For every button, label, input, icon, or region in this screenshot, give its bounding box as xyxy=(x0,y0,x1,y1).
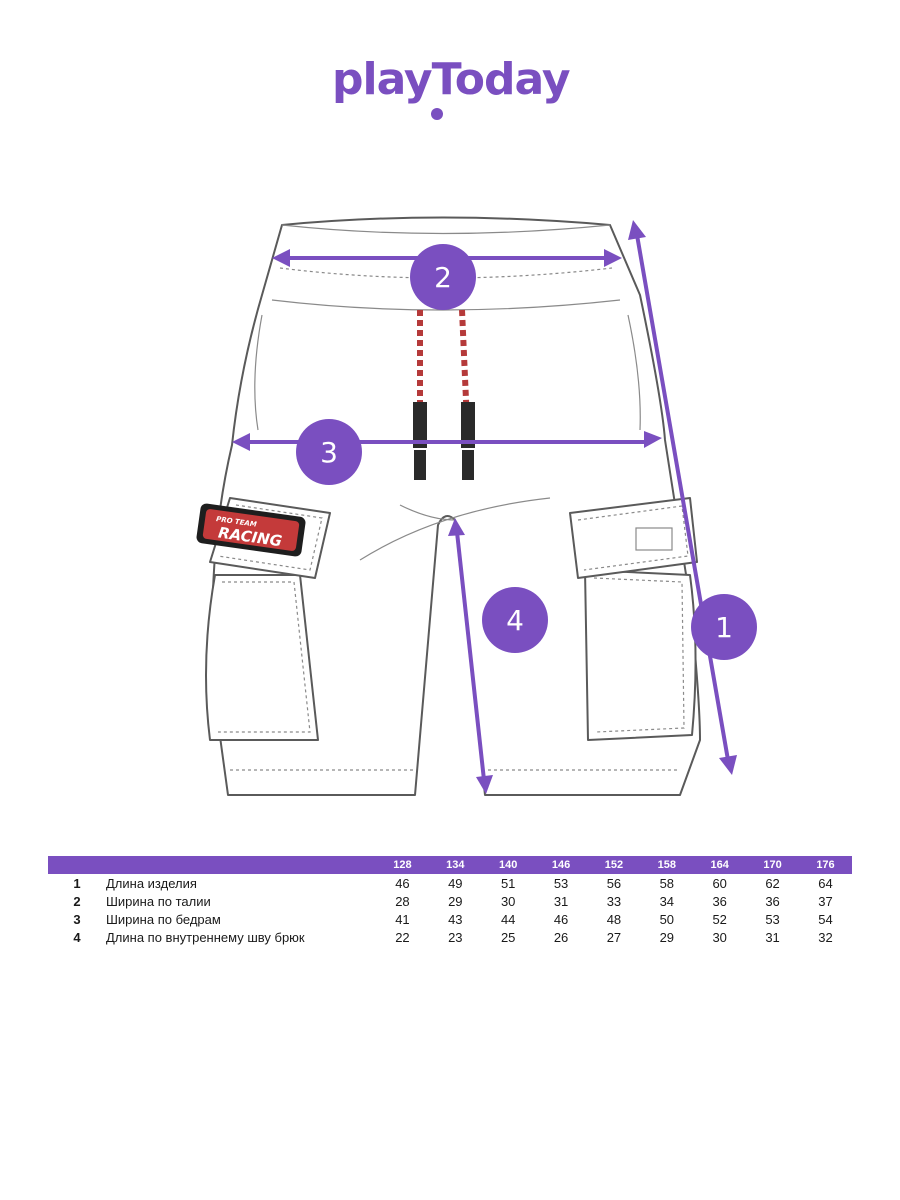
shorts-outline xyxy=(211,216,701,796)
cell: 46 xyxy=(395,875,410,891)
cell: 51 xyxy=(500,875,516,891)
cargo-pocket-right xyxy=(569,497,698,741)
cell: 25 xyxy=(500,929,516,945)
cell: 31 xyxy=(553,893,569,909)
cell: 30 xyxy=(500,893,516,909)
cell: 26 xyxy=(553,929,569,945)
side-pocket-left xyxy=(254,314,263,431)
cell: 30 xyxy=(712,929,727,945)
marker-3: 3 xyxy=(296,419,362,485)
cell: 53 xyxy=(553,875,569,891)
size-header: 134 xyxy=(446,859,465,871)
svg-text:1: 1 xyxy=(715,611,733,644)
size-header: 158 xyxy=(657,859,676,871)
row-number: 1 xyxy=(73,875,81,891)
cell: 33 xyxy=(606,893,622,909)
logo-dot xyxy=(431,108,443,120)
marker-1: 1 xyxy=(691,594,757,660)
svg-text:2: 2 xyxy=(434,261,452,294)
size-table: 128 134 140 146 152 158 164 170 176 1 Дл… xyxy=(48,856,852,946)
row-label: Длина по внутреннему шву брюк xyxy=(106,929,305,945)
cell: 28 xyxy=(395,893,410,909)
cell: 34 xyxy=(659,893,675,909)
size-header: 146 xyxy=(551,859,571,871)
cell: 36 xyxy=(712,893,727,909)
row-number: 3 xyxy=(73,911,81,927)
row-number: 4 xyxy=(73,929,81,945)
cell: 36 xyxy=(765,893,780,909)
cell: 50 xyxy=(659,911,675,927)
side-pocket-right xyxy=(627,314,641,431)
cell: 29 xyxy=(448,893,463,909)
cell: 27 xyxy=(606,929,622,945)
fly-curve xyxy=(399,504,456,521)
size-table-header: 128 134 140 146 152 158 164 170 176 xyxy=(48,856,852,874)
svg-text:4: 4 xyxy=(506,604,524,637)
table-row: 2 Ширина по талии 28 29 30 31 33 34 36 3… xyxy=(48,892,852,910)
cell: 49 xyxy=(448,875,463,891)
cell: 64 xyxy=(818,875,833,891)
row-label: Ширина по бедрам xyxy=(106,911,221,927)
cell: 23 xyxy=(448,929,463,945)
marker-4: 4 xyxy=(482,587,548,653)
cargo-pocket-left: PRO TEAM RACING xyxy=(196,497,331,741)
measure-inseam-arrow xyxy=(448,518,493,794)
size-header: 152 xyxy=(604,859,624,871)
row-label: Ширина по талии xyxy=(106,893,211,909)
drawstring-left xyxy=(413,310,427,480)
cell: 32 xyxy=(818,929,833,945)
cell: 29 xyxy=(659,929,675,945)
cell: 43 xyxy=(448,911,463,927)
size-header: 128 xyxy=(393,859,412,871)
row-number: 2 xyxy=(73,893,81,909)
shorts-drawing: PRO TEAM RACING 1 2 xyxy=(196,216,757,796)
cell: 37 xyxy=(818,893,833,909)
brand-logo-text: playToday xyxy=(332,54,570,105)
cell: 44 xyxy=(500,911,516,927)
cell: 58 xyxy=(659,875,675,891)
cell: 48 xyxy=(606,911,622,927)
measure-length-arrow xyxy=(628,220,737,775)
size-header: 164 xyxy=(710,859,729,871)
size-header: 140 xyxy=(499,859,518,871)
cell: 52 xyxy=(712,911,727,927)
cell: 54 xyxy=(818,911,833,927)
row-label: Длина изделия xyxy=(106,875,197,891)
cell: 53 xyxy=(765,911,780,927)
waistband-top xyxy=(281,224,611,235)
drawstring-right xyxy=(459,309,475,480)
table-row: 4 Длина по внутреннему шву брюк 22 23 25… xyxy=(48,928,852,946)
size-header: 176 xyxy=(816,859,835,871)
cell: 31 xyxy=(765,929,780,945)
cell: 46 xyxy=(553,911,569,927)
table-row: 1 Длина изделия 46 49 51 53 56 58 60 62 … xyxy=(48,874,852,892)
cell: 56 xyxy=(606,875,622,891)
svg-text:3: 3 xyxy=(320,436,338,469)
table-row: 3 Ширина по бедрам 41 43 44 46 48 50 52 … xyxy=(48,910,852,928)
cell: 22 xyxy=(395,929,410,945)
cell: 60 xyxy=(712,875,727,891)
brand-logo: playToday xyxy=(332,54,570,120)
cell: 62 xyxy=(765,875,780,891)
marker-2: 2 xyxy=(410,244,476,310)
cell: 41 xyxy=(395,911,410,927)
size-header: 170 xyxy=(763,859,782,871)
